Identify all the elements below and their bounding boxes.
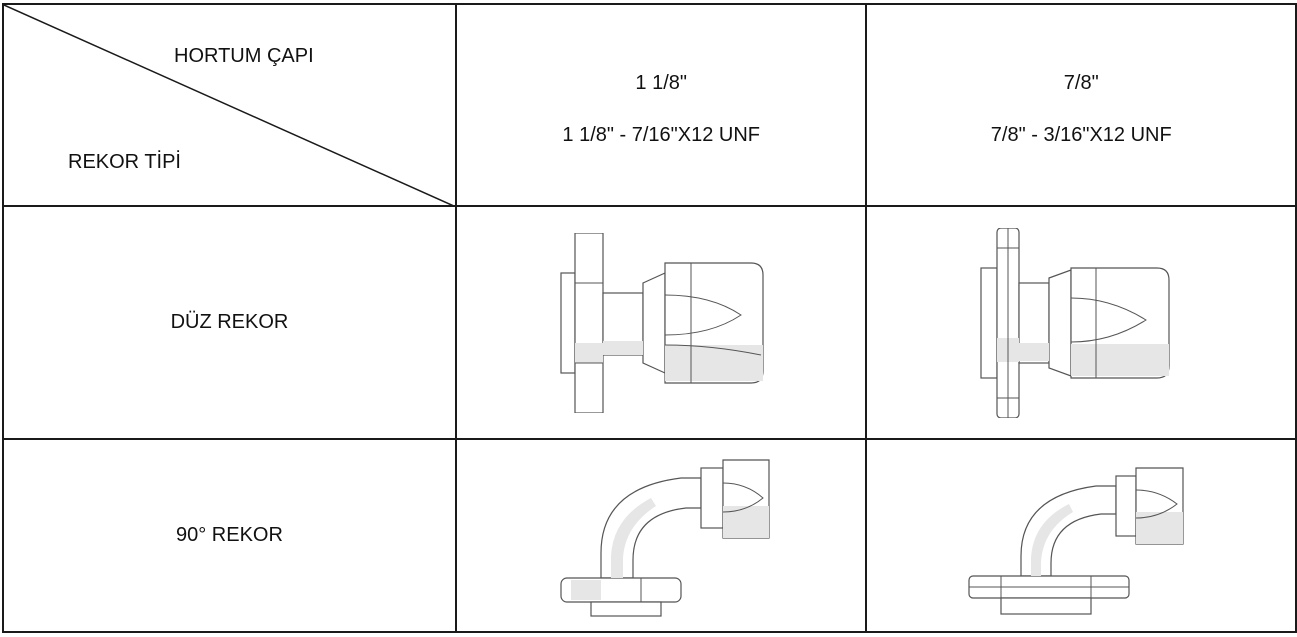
corner-header-cell: HORTUM ÇAPI REKOR TİPİ [2, 3, 457, 207]
hose-diameter-label: HORTUM ÇAPI [174, 45, 314, 67]
straight-fitting-1-1-8-icon [560, 232, 764, 413]
column-thread: 1 1/8" - 7/16"X12 UNF [562, 124, 761, 146]
elbow-fitting-7-8-icon [968, 467, 1184, 615]
fitting-table: HORTUM ÇAPI REKOR TİPİ 1 1/8" 1 1/8" - 7… [2, 3, 1297, 633]
row-label-cell: DÜZ REKOR [2, 205, 457, 440]
column-header-1-1-8: 1 1/8" 1 1/8" - 7/16"X12 UNF [454, 3, 868, 207]
column-thread: 7/8" - 3/16"X12 UNF [990, 124, 1172, 146]
straight-fitting-row: DÜZ REKOR [2, 205, 1297, 440]
header-row: HORTUM ÇAPI REKOR TİPİ 1 1/8" 1 1/8" - 7… [2, 3, 1297, 207]
image-cell [454, 438, 868, 633]
image-cell [454, 205, 868, 440]
elbow-fitting-1-1-8-icon [560, 459, 770, 617]
diagonal-divider [4, 5, 456, 207]
column-size: 1 1/8" [635, 72, 688, 94]
column-size: 7/8" [1063, 72, 1099, 94]
image-cell [865, 205, 1297, 440]
column-header-7-8: 7/8" 7/8" - 3/16"X12 UNF [865, 3, 1297, 207]
straight-fitting-7-8-icon [980, 227, 1170, 418]
fitting-type-label: REKOR TİPİ [68, 151, 181, 173]
elbow-fitting-row: 90° REKOR [2, 438, 1297, 633]
image-cell [865, 438, 1297, 633]
row-label-cell: 90° REKOR [2, 438, 457, 633]
row-label: DÜZ REKOR [170, 311, 289, 333]
row-label: 90° REKOR [176, 524, 283, 546]
